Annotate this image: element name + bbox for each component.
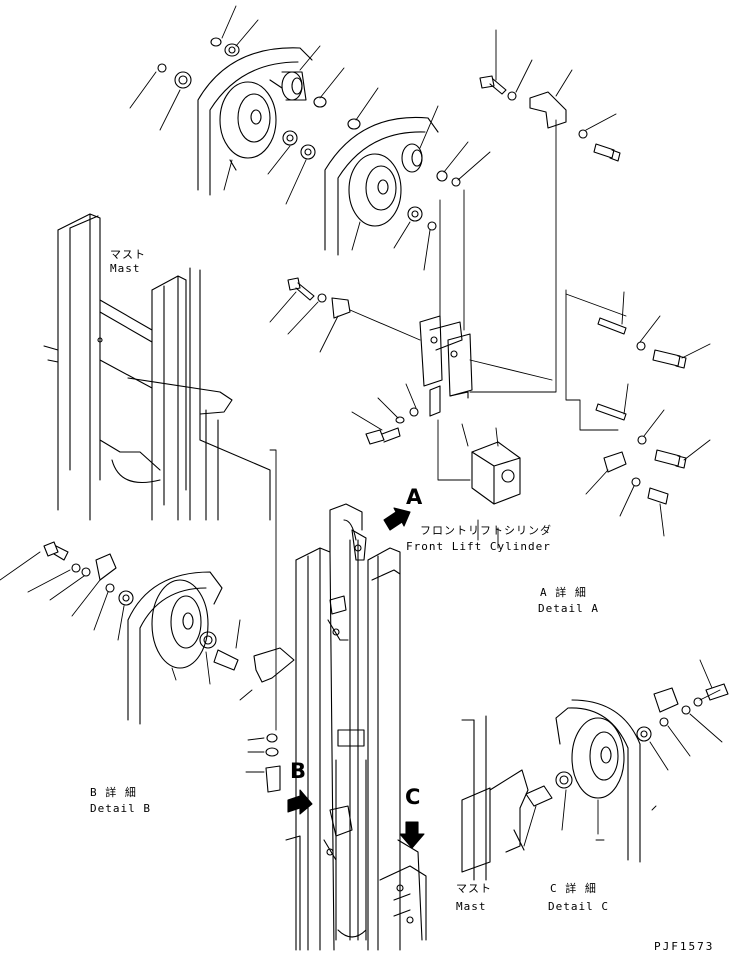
view-direction-arrow-icon bbox=[287, 507, 425, 849]
front-lift-cylinder-block bbox=[471, 441, 521, 505]
mast-bottom-label-jp: マスト bbox=[456, 882, 492, 895]
detail-a-label-en: Detail A bbox=[538, 602, 599, 615]
detail-b-label-en: Detail B bbox=[90, 802, 151, 815]
detail-c-hardware bbox=[525, 683, 729, 807]
mast-center bbox=[285, 503, 427, 951]
washers-top bbox=[157, 37, 647, 487]
mast-top-label-jp: マスト bbox=[110, 248, 146, 261]
detail-c-pulley bbox=[555, 699, 641, 863]
detail-c-lines bbox=[523, 659, 723, 847]
detail-b-pulley bbox=[127, 571, 223, 725]
assembly-lines-a bbox=[349, 119, 627, 549]
mast-upper bbox=[43, 213, 271, 521]
detail-a-label-jp: A 詳 細 bbox=[540, 586, 587, 599]
brackets-top bbox=[331, 91, 627, 473]
detail-c-label-jp: C 詳 細 bbox=[550, 882, 597, 895]
view-b-label: B bbox=[290, 759, 307, 783]
front-lift-cylinder-label-jp: フロントリフトシリンダ bbox=[420, 524, 552, 537]
bolts-top bbox=[287, 75, 687, 505]
upper-pulley-left-collar bbox=[281, 71, 307, 101]
upper-pulley-right bbox=[324, 116, 439, 256]
detail-c-label-en: Detail C bbox=[548, 900, 609, 913]
detail-b-lines bbox=[0, 449, 277, 773]
mast-bottom-label-en: Mast bbox=[456, 900, 487, 913]
drawing-code: PJF1573 bbox=[654, 940, 715, 953]
leader-lines-top bbox=[129, 5, 711, 537]
mast-top-label-en: Mast bbox=[110, 262, 141, 275]
upper-pulley-right-collar bbox=[401, 143, 423, 173]
upper-pulley-left bbox=[197, 47, 313, 196]
view-c-label: C bbox=[405, 785, 421, 809]
view-a-label: A bbox=[406, 485, 423, 509]
cylinder-bracket bbox=[419, 315, 473, 417]
detail-b-label-jp: B 詳 細 bbox=[90, 786, 137, 799]
front-lift-cylinder-label-en: Front Lift Cylinder bbox=[406, 540, 551, 553]
detail-c-mast bbox=[461, 715, 529, 881]
detail-b-hardware bbox=[43, 541, 295, 793]
